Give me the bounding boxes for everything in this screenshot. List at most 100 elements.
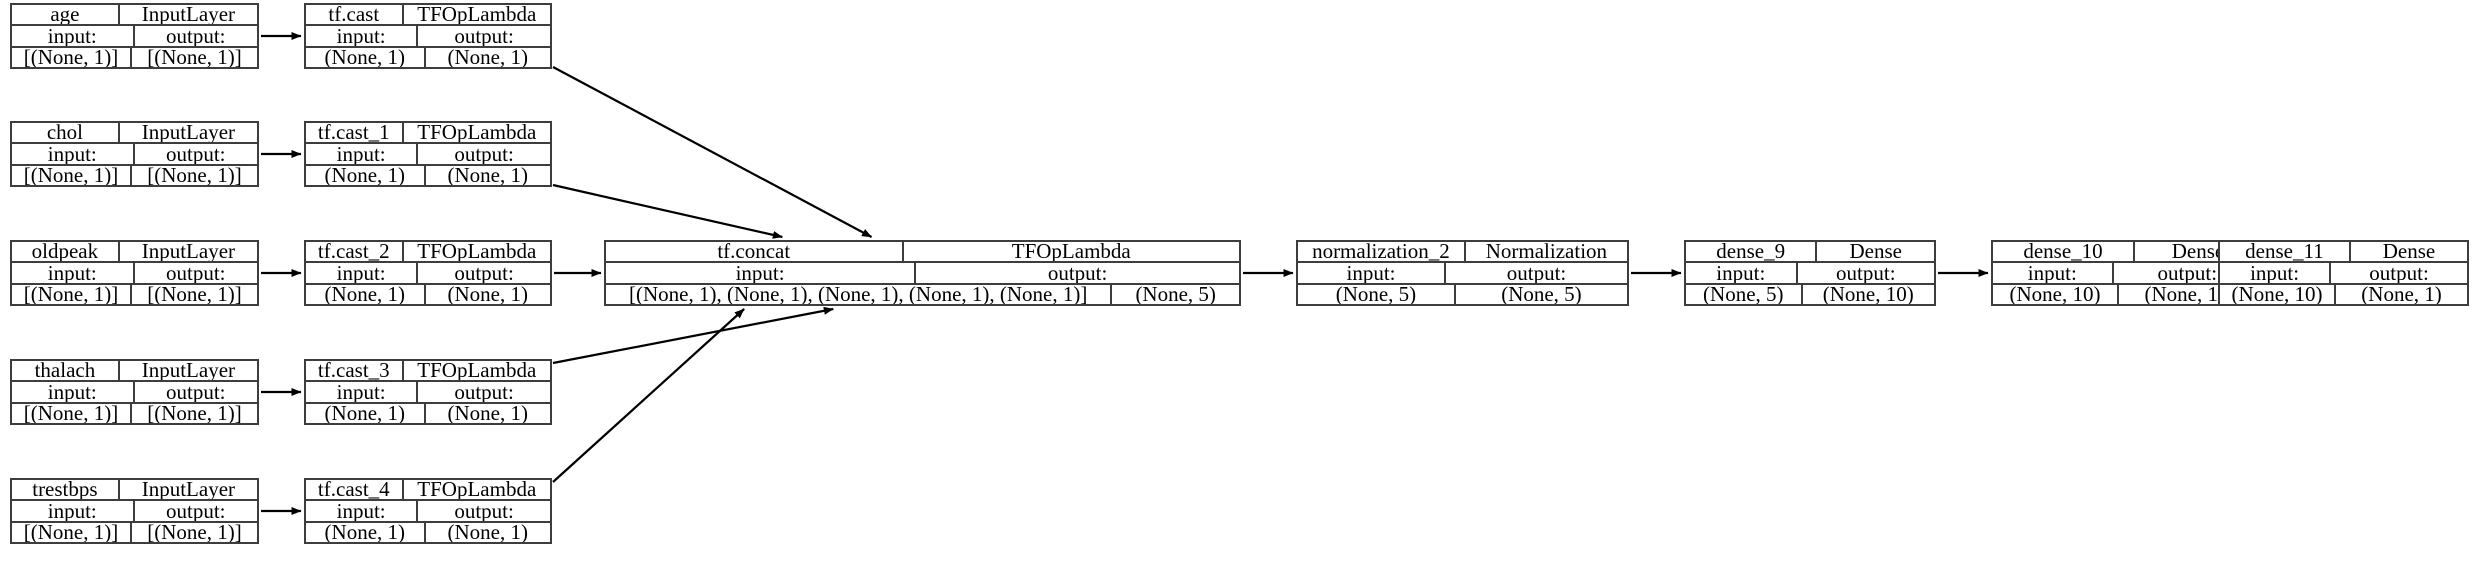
- node-shape-row: (None, 1) (None, 1): [306, 47, 550, 67]
- node-input-label: input:: [12, 26, 135, 46]
- node-io-row: input:output:: [12, 26, 257, 48]
- node-input-shape: (None, 5): [1686, 284, 1803, 304]
- node-output-shape: (None, 10): [1822, 284, 1914, 304]
- node-output-label: output:: [1506, 263, 1567, 283]
- node-input-label: input:: [1686, 263, 1798, 283]
- node-output-shape: (None, 1): [447, 522, 528, 542]
- node-shape-row: (None, 1)(None, 1): [306, 165, 550, 185]
- edge-tf_cast-to-tf_concat: [552, 66, 873, 238]
- node-io-row: input:output:: [12, 144, 257, 166]
- node-output-label: output:: [454, 144, 514, 164]
- node-input-shape: [(None, 1)]: [12, 165, 133, 185]
- node-io-row: input:output:: [12, 263, 257, 285]
- node-name: dense_10: [1993, 242, 2136, 262]
- node-name: dense_9: [1686, 242, 1818, 262]
- node-output-shape: [(None, 1)]: [147, 403, 242, 423]
- node-shape-row: [(None, 1)][(None, 1)]: [12, 522, 257, 542]
- node-shape-row: [(None, 1)] [(None, 1)]: [12, 403, 257, 423]
- node-input-label: input:: [12, 263, 135, 283]
- node-output-label: output:: [165, 144, 226, 164]
- node-io-row: input:output:: [1993, 263, 2261, 285]
- node-input-shape: (None, 10): [1993, 284, 2119, 304]
- node-shape-row: (None, 10) (None, 1): [2220, 284, 2467, 304]
- node-io-row: input: output:: [1298, 263, 1627, 285]
- node-input-shape: [(None, 1)]: [12, 47, 133, 67]
- node-title-row: tf.cast_4 TFOpLambda: [306, 480, 550, 502]
- node-title-row: tf.cast_3 TFOpLambda: [306, 361, 550, 383]
- node-input-label: input:: [306, 263, 419, 283]
- node-input-label: input:: [606, 263, 917, 283]
- node-shape-row: (None, 1)(None, 1): [306, 284, 550, 304]
- node-shape-row: [(None, 1), (None, 1), (None, 1), (None,…: [606, 284, 1239, 304]
- node-input-shape: [(None, 1), (None, 1), (None, 1), (None,…: [606, 284, 1113, 304]
- edge-tf_cast_3-to-tf_concat: [552, 306, 834, 365]
- node-input-shape: [(None, 1)]: [12, 522, 133, 542]
- node-type: InputLayer: [141, 242, 236, 262]
- node-output-shape: (None, 1): [447, 47, 528, 67]
- node-name: tf.cast_1: [306, 123, 404, 143]
- node-output-shape: [(None, 1)]: [147, 165, 242, 185]
- node-shape-row: [(None, 1)] [(None, 1)]: [12, 165, 257, 185]
- node-output-label: output:: [165, 382, 226, 402]
- node-input-shape: (None, 5): [1298, 284, 1456, 304]
- node-output-label: output:: [1836, 263, 1896, 283]
- node-output-shape: (None, 1): [2361, 284, 2442, 304]
- node-io-row: input: output:: [1686, 263, 1934, 285]
- node-output-label: output:: [2157, 263, 2218, 283]
- node-input-label: input:: [306, 382, 419, 402]
- node-type: TFOpLambda: [417, 242, 537, 262]
- node-output-label: output:: [2369, 263, 2429, 283]
- node-io-row: input:output:: [12, 501, 257, 523]
- node-title-row: oldpeak InputLayer: [12, 242, 257, 264]
- node-type: TFOpLambda: [1011, 242, 1131, 262]
- node-shape-row: (None, 1)(None, 1): [306, 403, 550, 423]
- node-name: tf.cast_3: [306, 361, 404, 381]
- node-shape-row: (None, 5) (None, 10): [1686, 284, 1934, 304]
- node-input-label: input:: [1298, 263, 1447, 283]
- node-type: TFOpLambda: [417, 5, 537, 25]
- node-name: dense_11: [2220, 242, 2351, 262]
- node-type: InputLayer: [141, 480, 236, 500]
- node-output-shape: [(None, 1)]: [147, 47, 242, 67]
- node-output-label: output:: [454, 382, 514, 402]
- node-type: InputLayer: [141, 123, 236, 143]
- node-input-shape: (None, 10): [2220, 284, 2337, 304]
- edge-tf_cast_4-to-tf_concat: [552, 308, 745, 483]
- node-input-shape: (None, 1): [306, 284, 426, 304]
- node-output-label: output:: [1047, 263, 1108, 283]
- node-type: TFOpLambda: [417, 480, 537, 500]
- node-shape-row: (None, 5)(None, 5): [1298, 284, 1627, 304]
- node-type: InputLayer: [141, 5, 236, 25]
- node-input-label: input:: [306, 144, 419, 164]
- node-shape-row: [(None, 1)] [(None, 1)]: [12, 47, 257, 67]
- node-input-shape: (None, 1): [306, 47, 426, 67]
- node-name: oldpeak: [12, 242, 120, 262]
- node-input-label: input:: [12, 382, 135, 402]
- node-io-row: input: output:: [12, 382, 257, 404]
- node-input-shape: [(None, 1)]: [12, 403, 133, 423]
- edge-tf_cast_1-to-tf_concat: [552, 183, 783, 239]
- node-type: TFOpLambda: [417, 361, 537, 381]
- node-output-shape: (None, 1): [447, 403, 528, 423]
- node-input-shape: [(None, 1)]: [12, 284, 133, 304]
- node-input-shape: (None, 1): [306, 522, 426, 542]
- node-io-row: input: output:: [606, 263, 1239, 285]
- node-name: tf.cast_4: [306, 480, 404, 500]
